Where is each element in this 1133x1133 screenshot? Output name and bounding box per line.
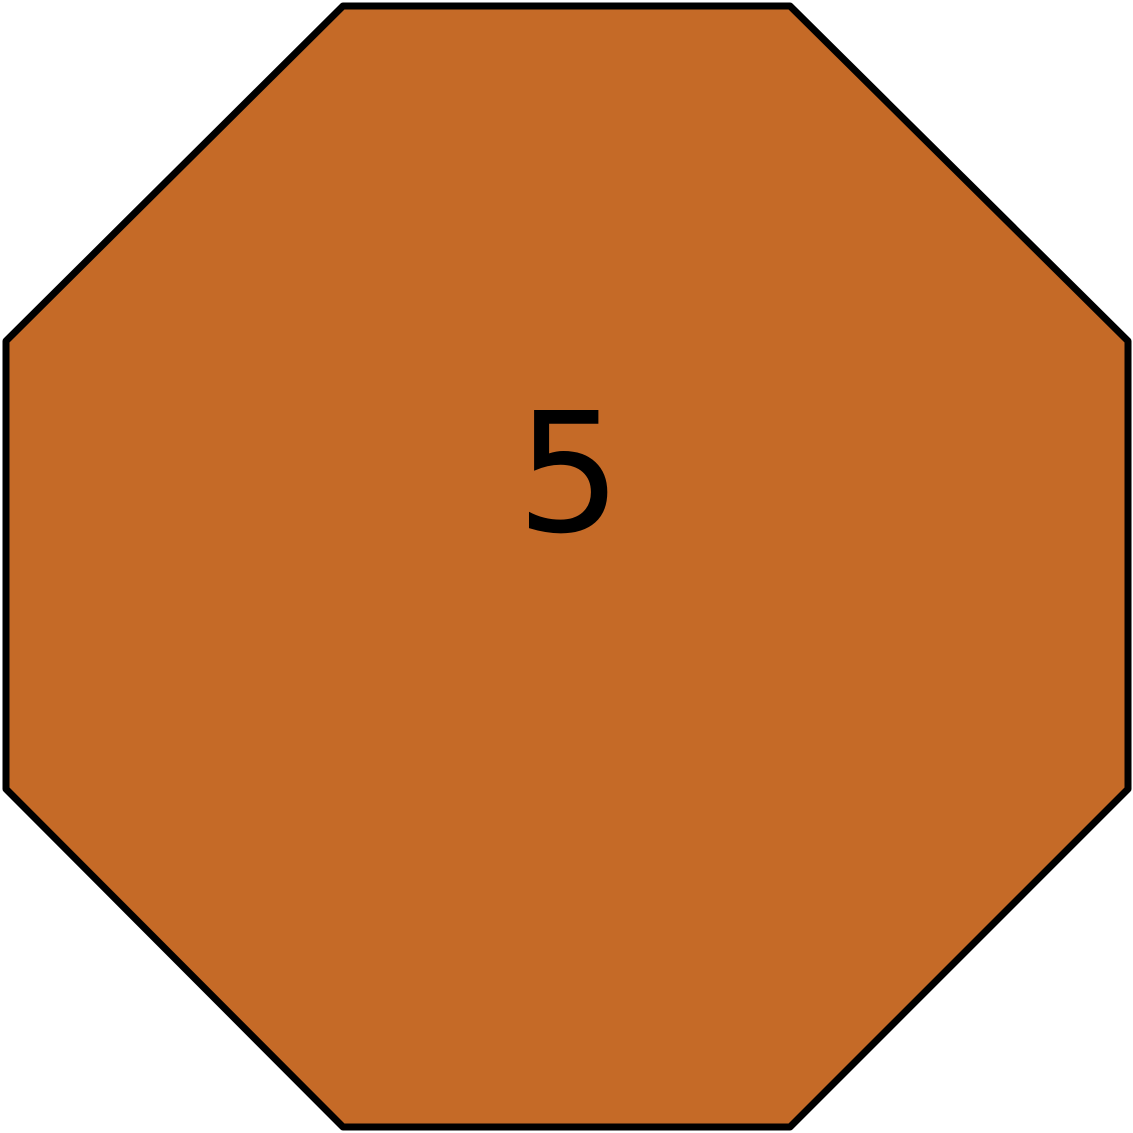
- octagon-label: 5: [516, 378, 622, 571]
